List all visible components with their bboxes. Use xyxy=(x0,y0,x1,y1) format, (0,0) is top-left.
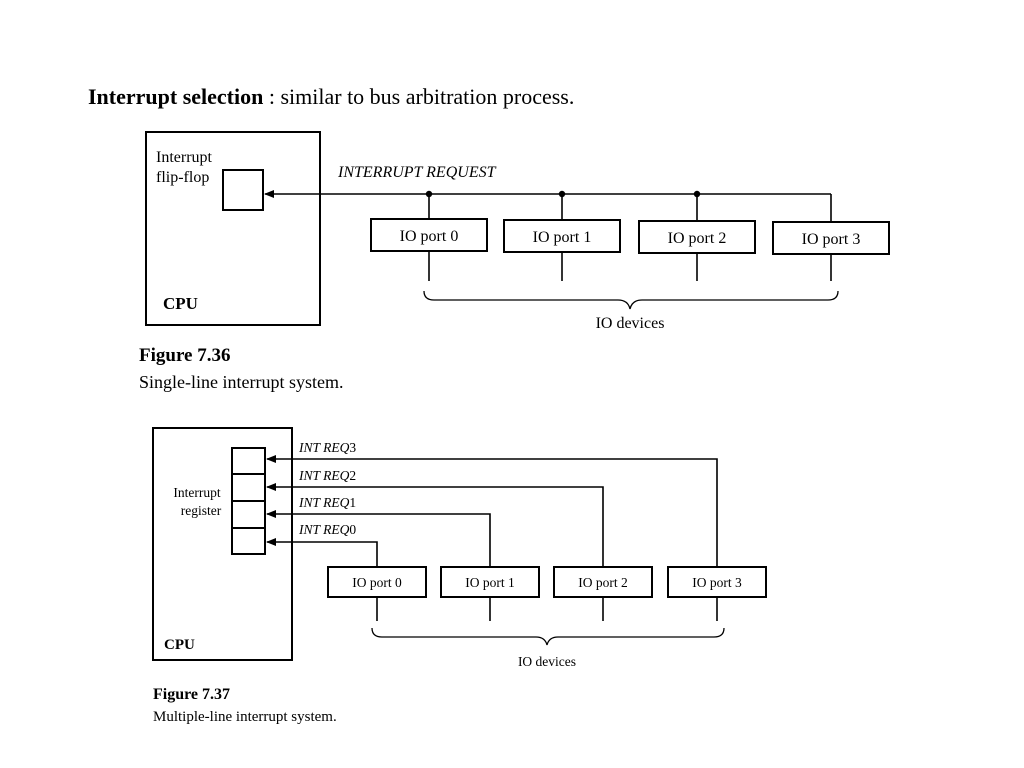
heading-rest: : similar to bus arbitration process. xyxy=(263,84,575,109)
int-req-label: INT REQ2 xyxy=(298,468,356,483)
io-devices-label: IO devices xyxy=(596,315,665,332)
register-cell xyxy=(231,473,266,502)
io-port-box xyxy=(667,566,767,598)
io-port-box xyxy=(553,566,653,598)
int-req-label: INT REQ1 xyxy=(298,495,356,510)
io-devices-label: IO devices xyxy=(518,654,576,669)
register-label-line1: Interrupt xyxy=(173,485,220,500)
io-port-label: IO port 1 xyxy=(533,229,592,246)
cpu-box-36 xyxy=(145,131,321,326)
io-port-box xyxy=(327,566,427,598)
flipflop-label-line1: Interrupt xyxy=(156,149,213,166)
int-req-3-line xyxy=(266,455,718,570)
flipflop-label-line2: flip-flop xyxy=(156,169,209,186)
io-port-label: IO port 0 xyxy=(352,575,402,590)
figure-caption-title: Figure 7.37 xyxy=(153,686,230,703)
figure-caption-text: Single-line interrupt system. xyxy=(139,372,343,392)
register-cell xyxy=(231,500,266,529)
io-port-label: IO port 1 xyxy=(465,575,515,590)
figure-caption-text: Multiple-line interrupt system. xyxy=(153,709,337,725)
io-port-label: IO port 3 xyxy=(802,231,861,248)
io-port-box xyxy=(440,566,540,598)
io-port-box xyxy=(638,220,756,254)
io-port-box xyxy=(772,221,890,255)
io-port-label: IO port 2 xyxy=(578,575,628,590)
heading-bold: Interrupt selection xyxy=(88,84,264,109)
io-devices-brace xyxy=(371,627,725,646)
int-req-label: INT REQ0 xyxy=(298,522,356,537)
interrupt-request-label: INTERRUPT REQUEST xyxy=(337,164,497,181)
io-devices-brace xyxy=(423,290,839,310)
register-label-line2: register xyxy=(181,503,222,518)
cpu-box-37 xyxy=(152,427,293,661)
int-req-0-line xyxy=(266,538,378,570)
slide-heading: Interrupt selection : similar to bus arb… xyxy=(88,84,574,110)
register-cell xyxy=(231,447,266,475)
cpu-label-36: CPU xyxy=(163,294,198,313)
io-port-label: IO port 0 xyxy=(400,228,459,245)
cpu-label-37: CPU xyxy=(164,637,195,653)
io-port-label: IO port 3 xyxy=(692,575,742,590)
figure-7-37: Interrupt register CPU INT REQ3 INT REQ2… xyxy=(152,427,767,725)
figure-7-36: Interrupt flip-flop CPU INTERRUPT REQUES… xyxy=(139,131,890,392)
register-cell xyxy=(231,527,266,555)
int-req-label: INT REQ3 xyxy=(298,440,356,455)
io-port-label: IO port 2 xyxy=(668,230,727,247)
int-req-1-line xyxy=(266,510,491,570)
flipflop-box xyxy=(222,169,264,211)
int-req-2-line xyxy=(266,483,604,570)
figure-caption-title: Figure 7.36 xyxy=(139,345,230,366)
